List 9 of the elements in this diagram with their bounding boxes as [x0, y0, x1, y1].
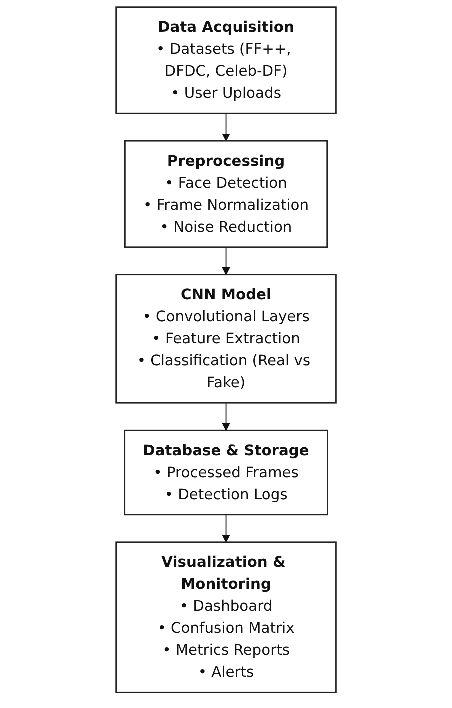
arrow — [222, 246, 230, 276]
node-box: Preprocessing • Face Detection • Frame Normalization • Noise Reduction — [124, 140, 328, 248]
node-box: Database & Storage • Processed Frames • Detection Logs — [124, 430, 328, 516]
node-box: CNN Model • Convolutional Layers • Feature Extraction • Classification (Real vs Fake) — [115, 274, 337, 404]
arrow — [222, 514, 230, 543]
arrow — [222, 402, 230, 431]
node-box: Data Acquisition • Datasets (FF++, DFDC, Celeb-DF) • User Uploads — [115, 6, 337, 114]
arrow — [222, 113, 230, 142]
node-box: Visualization & Monitoring • Dashboard • Confusion Matrix • Metrics Reports • Alerts — [115, 542, 337, 694]
